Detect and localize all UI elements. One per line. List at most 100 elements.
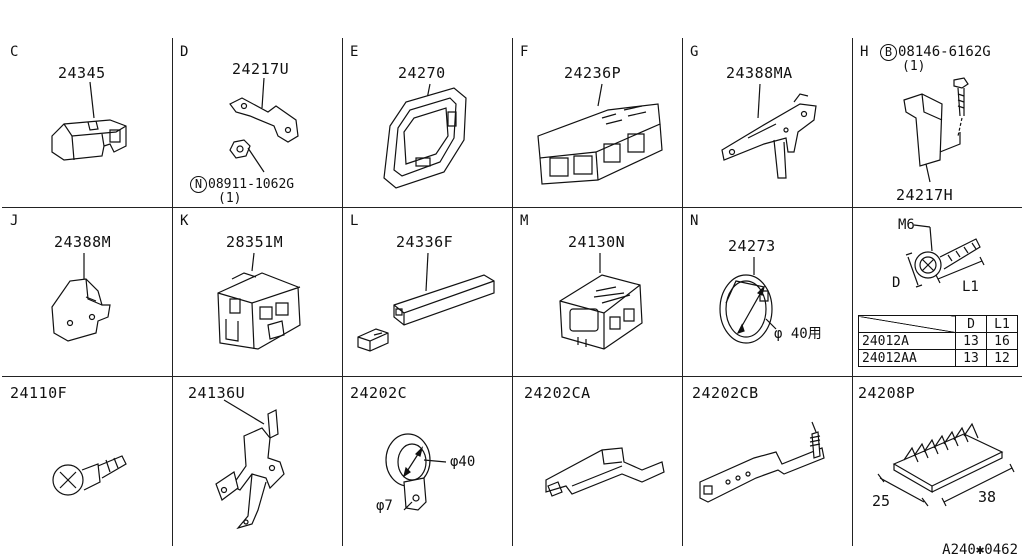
table-cell: 16 [986,332,1018,350]
table-header-cell: L1 [986,315,1018,333]
part-drawing-bracket-bolt [852,40,1022,208]
diagram-reference-code: A240✱0462 [942,542,1018,558]
part-drawing-wire-comb [852,378,1022,546]
part-drawing-connector-cover [2,40,172,208]
dim-width: 25 [872,492,891,510]
part-number: 24130N [568,233,626,251]
n-mark: N [190,176,207,193]
part-drawing-relay-connector [172,209,342,377]
diameter-note: φ 40用 [774,326,822,342]
part-drawing-bracket-small [2,209,172,377]
cell-24208p: 24208P 25 38 [852,378,1022,546]
table-cell: 13 [955,349,987,367]
grid-line-v4 [682,38,683,546]
part-number: 24273 [728,237,776,255]
dim-length: 38 [978,488,997,506]
table-cell: 24012AA [858,349,956,367]
cell-f: F 24236P [512,40,682,208]
part-number: 24208P [858,384,916,402]
cell-24202c: 24202C φ40 φ7 [342,378,512,546]
cell-letter: C [10,44,19,60]
part-number: 24388MA [726,64,793,82]
part-number: 24202CA [524,384,591,402]
sub-quantity: (1) [218,191,242,206]
b-mark: B [880,44,897,61]
part-drawing-bracket-plate [682,40,852,208]
part-number: 24345 [58,64,106,82]
part-drawing-multi-connector [512,209,682,377]
cell-bolt-table: M6 D L1 D L1 [852,209,1022,377]
cell-letter: E [350,44,359,60]
grid-line-v3 [512,38,513,546]
table-header-row: D L1 [858,315,1018,333]
table-row: 24012AA 13 12 [858,349,1018,367]
part-number: 28351M [226,233,284,251]
part-drawing-clip-screw [2,378,172,546]
cell-letter: N [690,213,699,229]
part-drawing-bracket-tall [172,378,342,546]
part-number: 24136U [188,384,246,402]
cell-24136u: 24136U [172,378,342,546]
cell-letter: D [180,44,189,60]
cell-c: C 24345 [2,40,172,208]
grid-line-v5 [852,38,853,546]
cell-g: G 24388MA [682,40,852,208]
part-drawing-clamp [342,378,512,546]
cell-n: N 24273 φ 40用 [682,209,852,377]
grid-line-h1 [2,207,1022,208]
cell-letter: J [10,213,19,229]
cell-k: K 28351M [172,209,342,377]
table-cell: 24012A [858,332,956,350]
part-drawing-strap-bracket [512,378,682,546]
table-cell: 12 [986,349,1018,367]
part-number: 24202C [350,384,408,402]
cell-m: M 24130N [512,209,682,377]
sub-quantity: (1) [902,59,926,74]
part-number: 24388M [54,233,112,251]
cell-letter: M [520,213,529,229]
dim-d-label: D [892,275,901,291]
part-number: 24336F [396,233,454,251]
cell-letter: G [690,44,699,60]
grid-line-v2 [342,38,343,546]
cell-letter: L [350,213,359,229]
part-drawing-grommet-ring [682,209,852,377]
sub-part-code: 08146-6162G [898,44,991,60]
cell-letter: K [180,213,189,229]
part-drawing-bolt [852,209,1022,377]
sub-part-code: 08911-1062G [208,177,295,192]
part-drawing-grommet-frame [342,40,512,208]
cell-24202ca: 24202CA [512,378,682,546]
cell-24202cb: 24202CB [682,378,852,546]
table-header-cell [858,315,956,333]
cell-l: L 24336F [342,209,512,377]
cell-e: E 24270 [342,40,512,208]
dim-outer-diameter: φ40 [450,454,476,470]
cell-24110f: 24110F [2,378,172,546]
part-drawing-bracket-nut [172,40,342,208]
part-number: 24110F [10,384,68,402]
part-number: 24217U [232,60,290,78]
cell-letter: H [860,44,869,60]
part-number: 24270 [398,64,446,82]
part-drawing-connector-block [512,40,682,208]
table-cell: 13 [955,332,987,350]
part-number: 24217H [896,186,954,204]
dim-inner-diameter: φ7 [376,498,393,514]
cell-letter: F [520,44,529,60]
dim-l1-label: L1 [962,279,979,295]
cell-j: J 24388M [2,209,172,377]
bolt-size-label: M6 [898,217,915,233]
table-row: 24012A 13 16 [858,332,1018,350]
part-number: 24202CB [692,384,759,402]
dimension-table: D L1 24012A 13 16 24012AA 13 12 [858,315,1018,367]
part-number: 24236P [564,64,622,82]
table-header-cell: D [955,315,987,333]
grid-line-h2 [2,376,1022,377]
part-drawing-strip-bracket [682,378,852,546]
